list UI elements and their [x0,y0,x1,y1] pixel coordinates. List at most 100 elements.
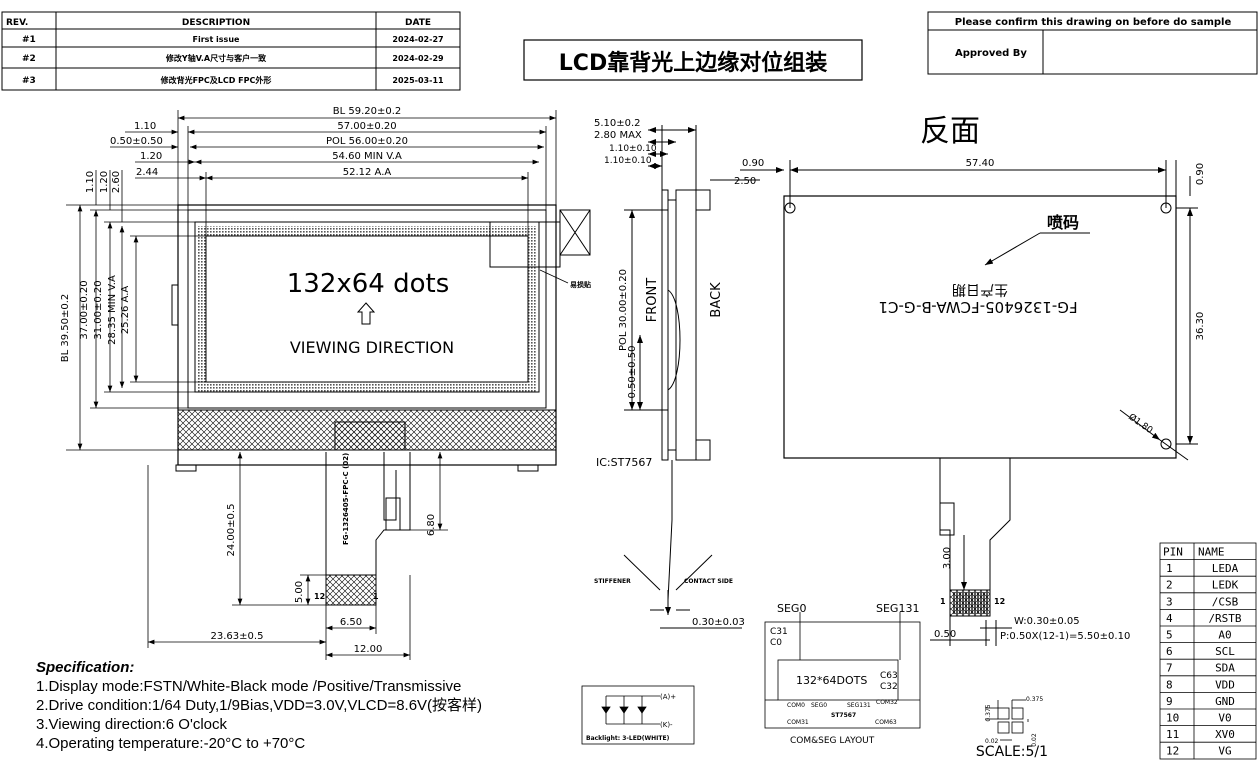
dim-25-26: 25.26 A.A [120,286,131,335]
seg0-label: SEG0 [777,602,806,615]
dim-12: 12.00 [354,644,383,655]
date-3: 2025-03-11 [392,76,444,85]
pin-number: 7 [1166,662,1173,675]
side-dim-0-30: 0.30±0.03 [692,617,745,628]
side-dim-2-80: 2.80 MAX [594,130,642,141]
dim-1-20: 1.20 [140,151,162,162]
front-left-dims [66,170,206,451]
com32-label: COM32 [876,699,898,706]
front-label: FRONT [645,278,660,322]
pin-table [1159,542,1257,760]
spec-item-2: 2.Drive condition:1/64 Duty,1/9Bias,VDD=… [36,697,483,714]
st7567-label: ST7567 [831,712,856,719]
pin-name: /CSB [1212,595,1239,608]
approved-by: Approved By [955,48,1027,59]
pin-number: 4 [1166,612,1173,625]
dim-bl-height: BL 39.50±0.2 [60,294,71,363]
dim-aa: 52.12 A.A [343,167,392,178]
dim-23-63: 23.63±0.5 [211,631,264,642]
revision-table [1,11,461,91]
side-dim-5-10: 5.10±0.2 [594,118,641,129]
com-seg-caption: COM&SEG LAYOUT [790,736,875,746]
dim-left-1-20: 1.20 [99,171,110,193]
pin-name: GND [1215,695,1235,708]
scale-dim-1: 0.375 [985,704,992,721]
approval-box [927,11,1258,75]
back-dim-0-90-left: 0.90 [742,158,764,169]
seg131b-label: SEG131 [847,702,871,709]
dim-bl-width: BL 59.20±0.2 [333,106,402,117]
pin-name: VDD [1215,678,1235,691]
ic-label: IC:ST7567 [596,456,652,469]
com-seg-layout [764,612,921,729]
pin-name: XV0 [1215,728,1235,741]
side-dim-1-10a: 1.10±0.10 [609,144,657,154]
production-date: 生产日期 [952,281,1008,297]
dim-6-50: 6.50 [340,617,362,628]
c31-label: C31 [770,627,788,637]
pin-number: 3 [1166,595,1173,608]
front-top-dims [110,110,557,236]
back-fpc-dim-w: W:0.30±0.05 [1014,616,1080,627]
pin-number: 1 [1166,562,1173,575]
dim-24: 24.00±0.5 [226,504,237,557]
specification-block: Specification: 1.Display mode:FSTN/White… [36,658,482,753]
date-header: DATE [405,18,431,28]
screen-text: 132x64 dots [287,269,450,299]
back-view [740,160,1198,646]
dim-1-10: 1.10 [134,121,156,132]
dim-left-1-10: 1.10 [85,171,96,193]
dim-37: 37.00±0.20 [79,280,90,339]
back-view-title: 反面 [920,114,980,149]
desc-3: 修改背光FPC及LCD FPC外形 [160,75,272,85]
pin-name: LEDA [1212,562,1239,575]
stiffener-label: STIFFENER [594,578,631,585]
part-number: FG-1326405-FCWA-B-G-C1 [878,298,1077,316]
seg131-label: SEG131 [876,602,919,615]
dim-0-50: 0.50±0.50 [110,136,163,147]
confirm-text: Please confirm this drawing on before do… [955,17,1232,28]
back-fpc-contacts [953,592,988,614]
dots-label: 132*64DOTS [796,674,867,687]
dim-left-2-60: 2.60 [111,171,122,193]
pin-name-header: NAME [1198,546,1225,559]
back-dim-36-30: 36.30 [1195,312,1206,341]
pin-name: LEDK [1212,579,1239,592]
main-title-frame [523,39,863,81]
dim-va: 54.60 MIN V.A [332,151,402,162]
up-arrow-icon [356,302,376,325]
spec-item-4: 4.Operating temperature:-20°C to +70°C [36,735,306,752]
desc-1: First issue [193,35,240,44]
back-pin-left: 1 [940,597,946,606]
side-dim-pol-30: POL 30.00±0.20 [618,269,629,351]
pin-number: 5 [1166,629,1173,642]
pin-name: SCL [1215,645,1235,658]
pin-name: A0 [1218,629,1231,642]
spec-item-1: 1.Display mode:FSTN/White-Black mode /Po… [36,678,462,695]
dim-2-44: 2.44 [136,167,158,178]
pin-number: 6 [1166,645,1173,658]
dim-pol-56: POL 56.00±0.20 [326,136,408,147]
dim-28-35: 28.35 MIN V.A [107,275,118,345]
side-view [623,125,760,629]
pin-number: 10 [1166,712,1179,725]
fpc-pin-right: 1 [373,592,379,601]
c0-label: C0 [770,638,782,648]
fpc-label: FG-1326405-FPC-C (02) [342,453,350,545]
com31-label: COM31 [787,719,809,726]
scale-detail [985,699,1029,741]
pin-name: VG [1218,745,1231,758]
backlight-schematic [581,685,695,745]
backlight-k: (K)- [660,721,673,729]
back-dim-2-50: 2.50 [734,176,756,187]
back-dim-57-40: 57.40 [966,158,995,169]
main-title: LCD靠背光上边缘对位组装 [559,50,827,76]
back-dim-0-90-right: 0.90 [1195,163,1206,185]
c32-label: C32 [880,682,898,692]
pin-header: PIN [1163,546,1183,559]
scale-label: SCALE:5/1 [976,744,1048,760]
pin-number: 12 [1166,745,1179,758]
inkjet-label: 喷码 [1047,213,1079,232]
scale-dim-2: 0.375 [1026,696,1043,703]
